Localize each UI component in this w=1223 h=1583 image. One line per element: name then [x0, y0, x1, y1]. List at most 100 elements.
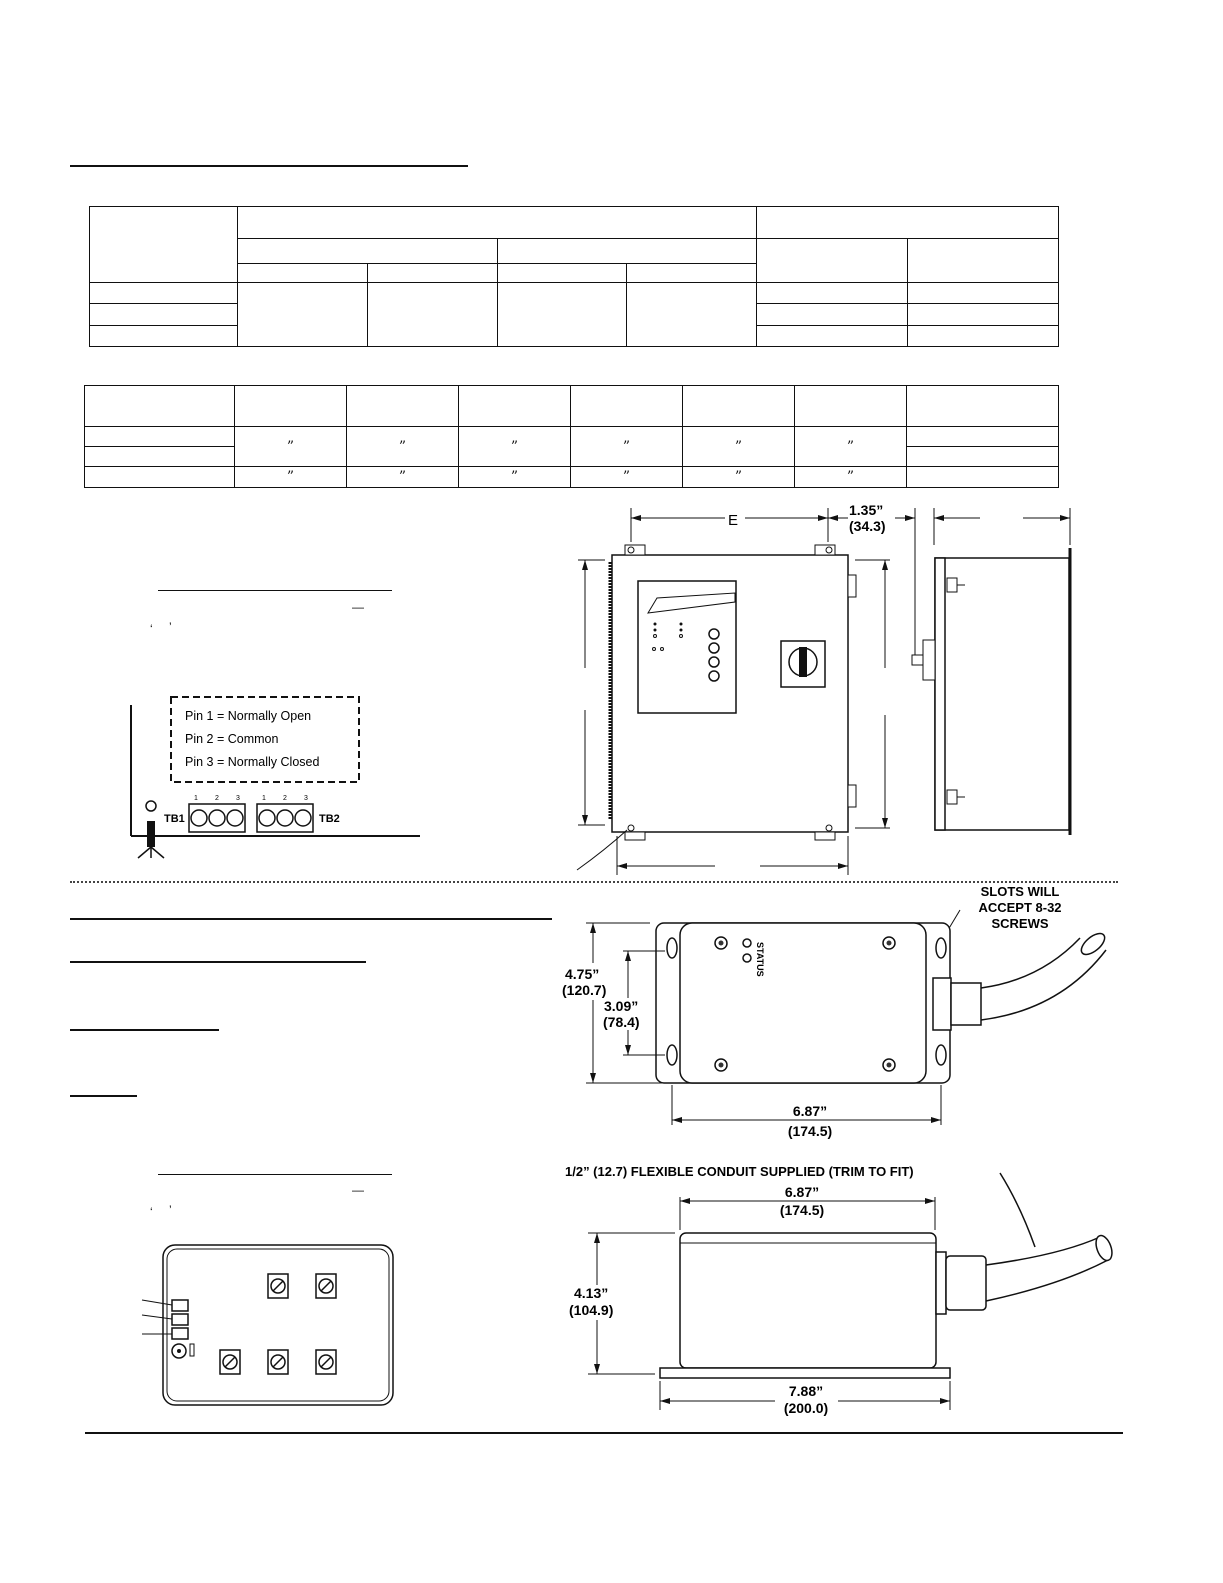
- mount-slot: [935, 1044, 947, 1066]
- table1-cell: [89, 302, 238, 326]
- slots-note-line-3: SCREWS: [991, 916, 1048, 931]
- subheading-underline-1: [70, 961, 366, 963]
- base-inches: 7.88”: [789, 1383, 823, 1399]
- section-separator: [70, 881, 1118, 883]
- table2-cell: [906, 426, 1059, 447]
- led-indicator-2: [171, 1313, 189, 1326]
- pin-legend-line-2: Pin 2 = Common: [185, 732, 278, 746]
- svg-text:3: 3: [236, 795, 240, 802]
- table1-header-cell: [626, 263, 758, 283]
- table1-header-cell: [236, 263, 368, 283]
- table2-cell: [84, 445, 235, 467]
- status-led-icon: [742, 953, 752, 963]
- table2-cell: ”: [458, 426, 571, 467]
- side-conduit-fitting: [945, 1255, 987, 1311]
- relay-wiring-diagram: Pin 1 = Normally Open Pin 2 = Common Pin…: [130, 696, 420, 859]
- wiring-note-open-quote: ‘: [150, 622, 153, 636]
- inch-mark: ”: [622, 438, 631, 455]
- table2-header-cell: [906, 384, 1059, 428]
- depth-inches: 1.35”: [849, 502, 883, 518]
- tb1-label: TB1: [164, 813, 185, 825]
- tb2-label: TB2: [319, 813, 340, 825]
- table2-header-cell: [458, 384, 571, 428]
- enclosure-dimension-drawing: E 1.35” (34.3): [576, 502, 1072, 875]
- table2-cell: [906, 465, 1059, 489]
- table1-header-cell: [907, 238, 1059, 283]
- side-width-inches: 6.87”: [785, 1184, 819, 1200]
- slots-note-line-2: ACCEPT 8-32: [978, 900, 1061, 915]
- adjust-potentiometer-icons: [219, 1273, 337, 1375]
- table1-cell: [626, 281, 758, 348]
- inch-mark: ”: [286, 438, 295, 455]
- table1-header-cell: [89, 206, 238, 283]
- power-unit-side-view: 1/2” (12.7) FLEXIBLE CONDUIT SUPPLIED (T…: [565, 1164, 1113, 1416]
- section-heading-underline-2: [70, 918, 552, 920]
- inch-mark: ”: [734, 468, 743, 485]
- mount-slot: [935, 937, 947, 959]
- table1-cell: [366, 281, 498, 348]
- table1-cell: [89, 324, 238, 348]
- section-heading-underline-1: [70, 165, 468, 167]
- depth-mm: (34.3): [849, 518, 886, 534]
- slots-note-line-1: SLOTS WILL: [981, 884, 1060, 899]
- table1-header-cell: [366, 263, 498, 283]
- table1-cell: [907, 324, 1059, 348]
- footer-rule: [85, 1432, 1123, 1434]
- wiring-note-underline: [158, 590, 392, 591]
- table2-header-cell: [794, 384, 907, 428]
- slot-spacing-inches: 3.09”: [604, 998, 638, 1014]
- led-indicator-3: [171, 1327, 189, 1340]
- table2-cell: ”: [234, 426, 347, 467]
- table2-cell: ”: [794, 465, 907, 489]
- subheading-underline-3: [70, 1095, 137, 1097]
- height-inches: 4.75”: [565, 966, 599, 982]
- svg-text:1: 1: [262, 795, 266, 802]
- status-note-underline: [158, 1174, 392, 1175]
- led-indicator-1: [171, 1299, 189, 1312]
- mount-slot: [666, 937, 678, 959]
- inch-mark: ”: [398, 468, 407, 485]
- table1-header-cell: [236, 238, 498, 265]
- svg-text:2: 2: [283, 795, 287, 802]
- table1-cell: [756, 281, 909, 304]
- table2-cell: ”: [458, 465, 571, 489]
- table2-cell: [906, 445, 1059, 467]
- status-led-icon: [742, 938, 752, 948]
- conduit-note: 1/2” (12.7) FLEXIBLE CONDUIT SUPPLIED (T…: [565, 1164, 914, 1179]
- table1-header-cell: [756, 238, 909, 283]
- pin-legend-line-3: Pin 3 = Normally Closed: [185, 755, 319, 769]
- side-width-mm: (174.5): [780, 1202, 824, 1218]
- status-note-dash: —: [352, 1183, 364, 1197]
- conduit-fitting: [950, 982, 982, 1026]
- inch-mark: ”: [510, 438, 519, 455]
- table1-header-cell: [236, 205, 758, 240]
- reset-button-icon: [171, 1343, 187, 1359]
- table2-cell: ”: [682, 465, 795, 489]
- side-height-mm: (104.9): [569, 1302, 613, 1318]
- inch-mark: ”: [510, 468, 519, 485]
- inch-mark: ”: [846, 438, 855, 455]
- status-label: STATUS: [755, 942, 765, 977]
- inch-mark: ”: [286, 468, 295, 485]
- wiring-note-dash: —: [352, 600, 364, 614]
- table1-cell: [756, 302, 909, 326]
- ground-icon: [145, 800, 157, 812]
- power-unit-top-view: SLOTS WILL ACCEPT 8-32 SCREWS STATUS 4.7…: [562, 884, 1107, 1139]
- table2-cell: ”: [794, 426, 907, 467]
- table1-cell: [496, 281, 628, 348]
- table2-cell: [84, 465, 235, 489]
- table2-header-cell: [84, 384, 235, 428]
- dimensions-table-2: ” ” ” ” ” ” ” ” ” ” ” ”: [84, 384, 1059, 489]
- slot-spacing-mm: (78.4): [603, 1014, 640, 1030]
- table2-header-cell: [234, 384, 347, 428]
- subheading-underline-2: [70, 1029, 219, 1031]
- table1-cell: [907, 281, 1059, 304]
- inch-mark: ”: [622, 468, 631, 485]
- unit-body: [679, 922, 927, 1084]
- width-inches: 6.87”: [793, 1103, 827, 1119]
- table1-cell: [89, 281, 238, 304]
- table2-cell: ”: [346, 465, 459, 489]
- inch-mark: ”: [846, 468, 855, 485]
- table2-cell: ”: [234, 465, 347, 489]
- terminal-block-tb2: [256, 803, 314, 833]
